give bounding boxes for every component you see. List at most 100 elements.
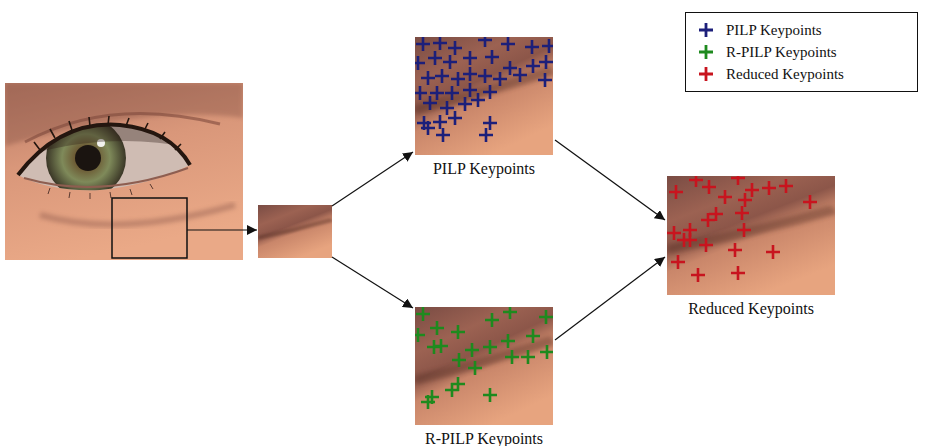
legend-label: PILP Keypoints <box>726 22 822 39</box>
pupil <box>75 145 101 171</box>
keypoint-marker <box>731 176 745 185</box>
legend-label: Reduced Keypoints <box>726 66 844 83</box>
keypoint-marker <box>451 72 465 86</box>
keypoint-marker <box>483 340 497 354</box>
keypoint-marker <box>440 101 454 115</box>
keypoint-marker <box>677 233 691 247</box>
keypoint-marker <box>448 111 462 125</box>
keypoint-marker <box>436 128 450 142</box>
keypoint-marker <box>433 115 447 129</box>
keypoint-marker <box>425 390 439 404</box>
keypoint-marker <box>803 195 817 209</box>
keypoint-marker <box>416 37 430 51</box>
legend-entry: Reduced Keypoints <box>698 63 907 85</box>
crop-arrow <box>187 229 257 230</box>
legend-entry: R-PILP Keypoints <box>698 41 907 63</box>
lower-lashes <box>48 184 153 199</box>
keypoint-marker <box>728 243 742 257</box>
legend-swatch-mark <box>699 67 713 81</box>
keypoint-panel: R-PILP Keypoints <box>413 307 555 446</box>
keypoint-marker <box>689 176 703 187</box>
keypoint-marker <box>718 190 732 204</box>
keypoint-marker <box>513 68 527 82</box>
keypoint-marker <box>667 226 681 240</box>
keypoint-marker <box>503 307 517 319</box>
keypoint-marker <box>465 343 479 357</box>
keypoint-marker <box>445 86 459 100</box>
keypoint-marker <box>485 50 499 64</box>
skin-patch-image <box>415 307 553 425</box>
keypoint-marker <box>779 179 793 193</box>
keypoint-marker <box>433 37 447 50</box>
keypoint-marker <box>483 116 497 130</box>
keypoint-marker <box>701 213 715 227</box>
flow-arrow <box>332 257 413 308</box>
keypoint-marker <box>669 185 683 199</box>
keypoint-marker <box>539 55 553 69</box>
flow-arrow <box>332 152 413 206</box>
keypoint-marker <box>521 350 535 364</box>
keypoint-marker <box>479 128 493 142</box>
skin-patch-image <box>667 176 835 295</box>
keypoint-marker <box>435 69 449 83</box>
keypoint-marker <box>458 97 472 111</box>
flow-arrow <box>555 140 665 220</box>
keypoint-marker <box>671 255 685 269</box>
keypoint-marker <box>699 238 713 252</box>
keypoint-marker <box>542 39 553 53</box>
keypoint-marker <box>415 86 427 100</box>
keypoint-marker <box>478 37 492 47</box>
keypoint-marker <box>471 93 485 107</box>
keypoint-marker <box>415 328 425 342</box>
keypoint-marker <box>415 56 425 70</box>
keypoint-marker <box>526 59 540 73</box>
legend-swatch <box>698 22 714 38</box>
legend-swatch <box>698 44 714 60</box>
keypoint-marker <box>505 350 519 364</box>
keypoint-marker <box>526 329 540 343</box>
keypoint-marker <box>430 86 444 100</box>
keypoint-marker <box>766 245 780 259</box>
keypoint-marker <box>428 51 442 65</box>
under-eye-crease <box>40 205 235 224</box>
legend-box: PILP KeypointsR-PILP KeypointsReduced Ke… <box>685 12 918 92</box>
panel-caption: PILP Keypoints <box>413 160 555 178</box>
keypoint-marker <box>738 193 752 207</box>
keypoint-marker <box>468 361 482 375</box>
keypoint-marker <box>416 307 430 321</box>
skin-texture <box>667 176 835 295</box>
skin-crease <box>667 209 835 249</box>
keypoint-marker <box>463 67 477 81</box>
keypoint-marker <box>485 313 499 327</box>
keypoint-marker <box>434 339 448 353</box>
flow-arrow <box>555 257 665 340</box>
keypoint-panel: Reduced Keypoints <box>665 176 837 318</box>
keypoint-marker <box>423 96 437 110</box>
keypoint-marker <box>452 353 466 367</box>
legend-swatch-mark <box>699 23 713 37</box>
legend-entry: PILP Keypoints <box>698 19 907 41</box>
eye-photo <box>5 83 243 260</box>
keypoint-marker <box>538 73 552 87</box>
panel-caption: Reduced Keypoints <box>665 300 837 318</box>
eyelashes <box>34 116 181 150</box>
keypoint-marker <box>503 61 517 75</box>
keypoint-marker <box>731 266 745 280</box>
keypoint-marker <box>445 383 459 397</box>
keypoint-marker <box>478 69 492 83</box>
keypoint-panel: PILP Keypoints <box>413 37 555 178</box>
skin-patch-image <box>415 37 553 155</box>
crop-patch <box>258 205 332 258</box>
keypoint-marker <box>483 388 497 402</box>
crop-region <box>112 198 187 258</box>
skin-texture <box>415 307 553 425</box>
keypoint-marker <box>493 72 507 86</box>
keypoint-marker <box>745 183 759 197</box>
keypoint-marker <box>762 181 776 195</box>
keypoint-marker <box>443 55 457 69</box>
skin-texture <box>415 37 553 155</box>
keypoint-marker <box>501 334 515 348</box>
keypoint-marker <box>691 268 705 282</box>
skin <box>5 83 243 260</box>
panel-caption: R-PILP Keypoints <box>413 430 555 446</box>
